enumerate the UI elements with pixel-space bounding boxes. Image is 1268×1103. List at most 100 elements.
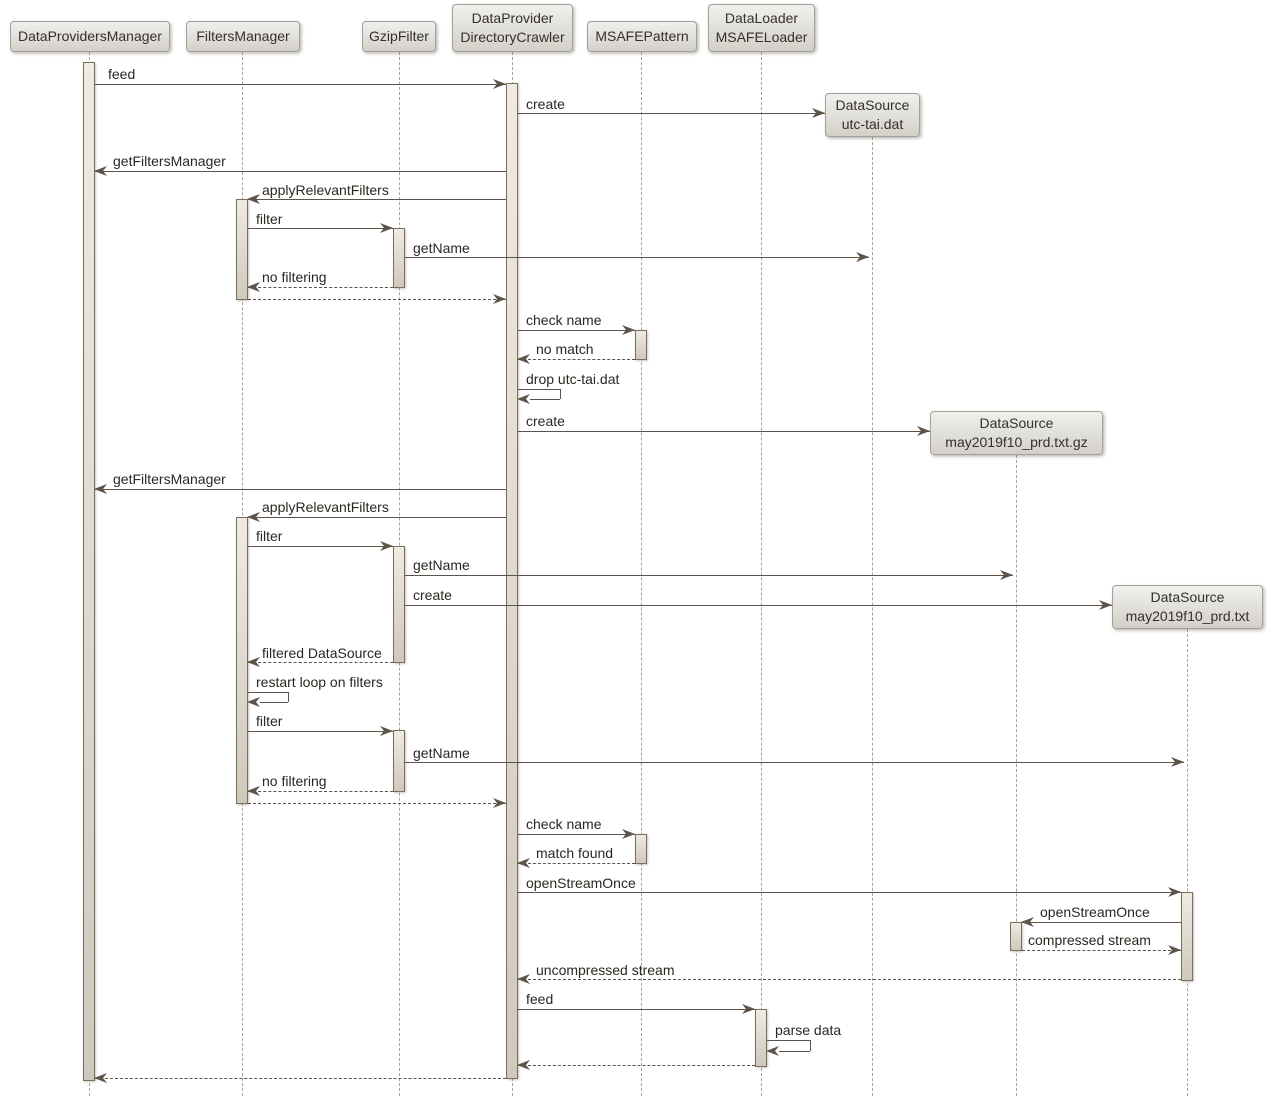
message-m11-arrowhead-icon <box>517 394 530 404</box>
message-m18-label: filtered DataSource <box>262 645 382 661</box>
act-msafepattern-2 <box>635 834 647 864</box>
message-m4-label: applyRelevantFilters <box>262 182 389 198</box>
message-m29-arrowhead-icon <box>517 974 530 984</box>
message-m25-label: match found <box>536 845 614 861</box>
message-m24-arrowhead-icon <box>622 829 635 839</box>
message-m7-label: no filtering <box>262 269 327 285</box>
message-m11-label: drop utc-tai.dat <box>526 371 620 387</box>
message-m16-label: getName <box>413 557 470 573</box>
message-m21-arrowhead-icon <box>1171 757 1184 767</box>
message-m28-arrowhead-icon <box>1168 945 1181 955</box>
message-m2-arrowhead-icon <box>812 108 825 118</box>
participant-msafepattern: MSAFEPattern <box>587 21 697 52</box>
message-m5-arrowhead-icon <box>380 223 393 233</box>
message-m8-line <box>248 299 506 300</box>
message-m19-arrowhead-icon <box>247 697 260 707</box>
message-m14-line <box>248 517 506 518</box>
message-m15-label: filter <box>256 528 283 544</box>
message-m33-line <box>95 1078 506 1079</box>
message-m16-line <box>405 575 1013 576</box>
message-m30-label: feed <box>526 991 554 1007</box>
message-m8-arrowhead-icon <box>493 294 506 304</box>
message-m12-arrowhead-icon <box>917 426 930 436</box>
lifeline-msafepattern <box>641 52 642 1096</box>
message-m13-line <box>95 489 506 490</box>
message-m29-label: uncompressed stream <box>536 962 675 978</box>
message-m19-bottom <box>260 702 288 703</box>
message-m32-line <box>518 1065 755 1066</box>
message-m14-label: applyRelevantFilters <box>262 499 389 515</box>
participant-label-line: may2019f10_prd.txt.gz <box>945 434 1088 450</box>
participant-label-line: may2019f10_prd.txt <box>1125 608 1250 624</box>
act-gzipfilter-1 <box>393 228 405 288</box>
message-m20-label: filter <box>256 713 283 729</box>
message-m26-line <box>518 892 1181 893</box>
message-m28-label: compressed stream <box>1028 932 1151 948</box>
message-m14-arrowhead-icon <box>247 512 260 522</box>
message-m27-line <box>1022 922 1181 923</box>
message-m6-line <box>405 257 869 258</box>
message-m29-line <box>518 979 1181 980</box>
message-m4-arrowhead-icon <box>247 194 260 204</box>
participant-label-line: DirectoryCrawler <box>460 29 565 45</box>
participant-gzipfilter: GzipFilter <box>362 21 436 52</box>
message-m25-line <box>518 863 635 864</box>
message-m3-line <box>95 171 506 172</box>
message-m15-arrowhead-icon <box>380 541 393 551</box>
message-m7-arrowhead-icon <box>247 282 260 292</box>
message-m21-line <box>405 762 1184 763</box>
participant-label-line: utc-tai.dat <box>841 116 904 132</box>
act-gzipfilter-2 <box>393 546 405 663</box>
message-m2-line <box>518 113 825 114</box>
message-m13-label: getFiltersManager <box>113 471 226 487</box>
message-m31-bottom <box>779 1051 810 1052</box>
message-m21-label: getName <box>413 745 470 761</box>
message-m3-label: getFiltersManager <box>113 153 226 169</box>
message-m22-line <box>248 791 393 792</box>
message-m11-bottom <box>530 399 560 400</box>
message-m2-label: create <box>526 96 565 112</box>
act-filtersmanager-2 <box>236 517 248 804</box>
message-m1-arrowhead-icon <box>493 79 506 89</box>
participant-label-line: DataLoader <box>724 10 799 26</box>
message-m30-arrowhead-icon <box>742 1004 755 1014</box>
message-m28-line <box>1022 950 1181 951</box>
act-filtersmanager-1 <box>236 199 248 300</box>
message-m1-line <box>95 84 506 85</box>
message-m17-line <box>405 605 1112 606</box>
message-m4-line <box>248 199 506 200</box>
message-m19-side <box>288 692 289 702</box>
act-dataprovidersmanager <box>83 62 95 1081</box>
message-m31-top <box>767 1040 810 1041</box>
message-m30-line <box>518 1009 755 1010</box>
participant-label-line: DataSource <box>1150 589 1225 605</box>
lifeline-datasource-utc-tai <box>872 137 873 1096</box>
lifeline-datasource-prd-txt <box>1187 629 1188 1096</box>
message-m24-line <box>518 834 635 835</box>
participant-label-line: DataProvidersManager <box>18 28 162 44</box>
message-m18-arrowhead-icon <box>247 657 260 667</box>
message-m16-arrowhead-icon <box>1000 570 1013 580</box>
act-directorycrawler <box>506 83 518 1079</box>
message-m31-side <box>810 1040 811 1051</box>
message-m23-line <box>248 803 506 804</box>
message-m9-arrowhead-icon <box>622 325 635 335</box>
message-m11-top <box>518 389 560 390</box>
message-m31-label: parse data <box>775 1022 842 1038</box>
message-m12-label: create <box>526 413 565 429</box>
message-m5-line <box>248 228 393 229</box>
message-m20-line <box>248 731 393 732</box>
message-m5-label: filter <box>256 211 283 227</box>
act-datasource-prd-txt-gz <box>1010 922 1022 951</box>
lifeline-msafeloader <box>761 52 762 1096</box>
message-m23-arrowhead-icon <box>493 798 506 808</box>
message-m9-label: check name <box>526 312 602 328</box>
lifeline-datasource-prd-txt-gz <box>1016 455 1017 1096</box>
message-m7-line <box>248 287 393 288</box>
participant-label-line: MSAFELoader <box>715 29 808 45</box>
